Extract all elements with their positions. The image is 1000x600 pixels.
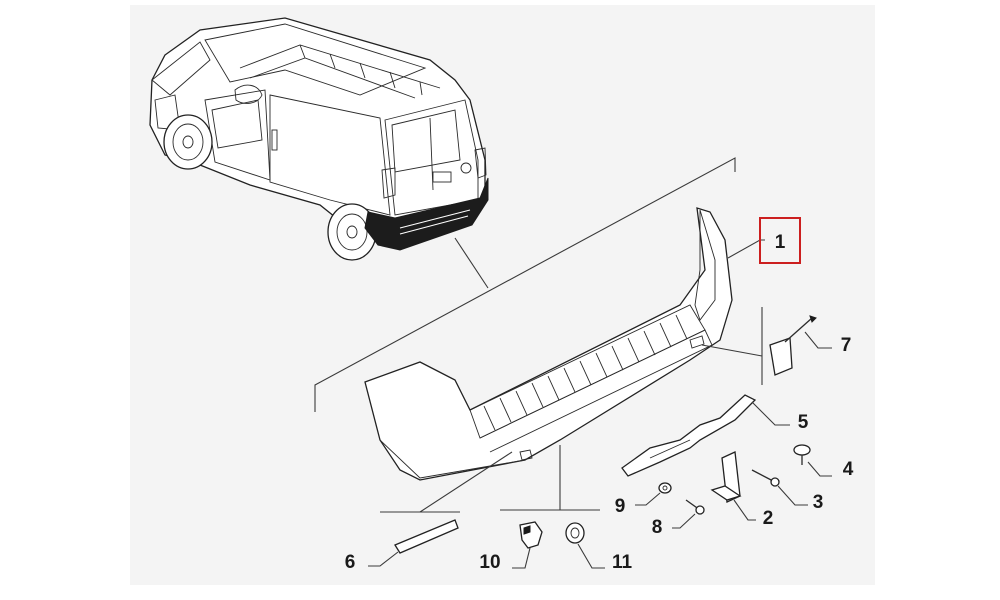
bolt-3 [751,469,808,506]
callout-6: 6 [345,552,356,573]
screw-8 [672,499,705,529]
clip-grommet-group [500,445,605,569]
callout-11: 11 [612,552,633,573]
callout-1: 1 [775,232,786,253]
callout-10: 10 [479,552,500,573]
explosion-leader [314,157,736,412]
tread-ribs [483,314,688,431]
rear-bumper [364,207,733,481]
mounting-bracket-2 [710,451,756,521]
nut-9 [635,482,672,506]
callout-9: 9 [615,496,626,517]
callout-2: 2 [763,508,774,529]
callout-3: 3 [813,492,824,513]
tow-hook-cover [701,307,832,385]
callout-1-highlight-box [759,217,801,264]
callout-7: 7 [841,335,852,356]
callout-5: 5 [798,412,809,433]
screw-4 [793,444,832,477]
reflector-6 [368,451,513,567]
lower-reinforcement [621,394,790,477]
callout-8: 8 [652,517,663,538]
van-illustration [149,17,489,261]
callout-4: 4 [843,459,854,480]
